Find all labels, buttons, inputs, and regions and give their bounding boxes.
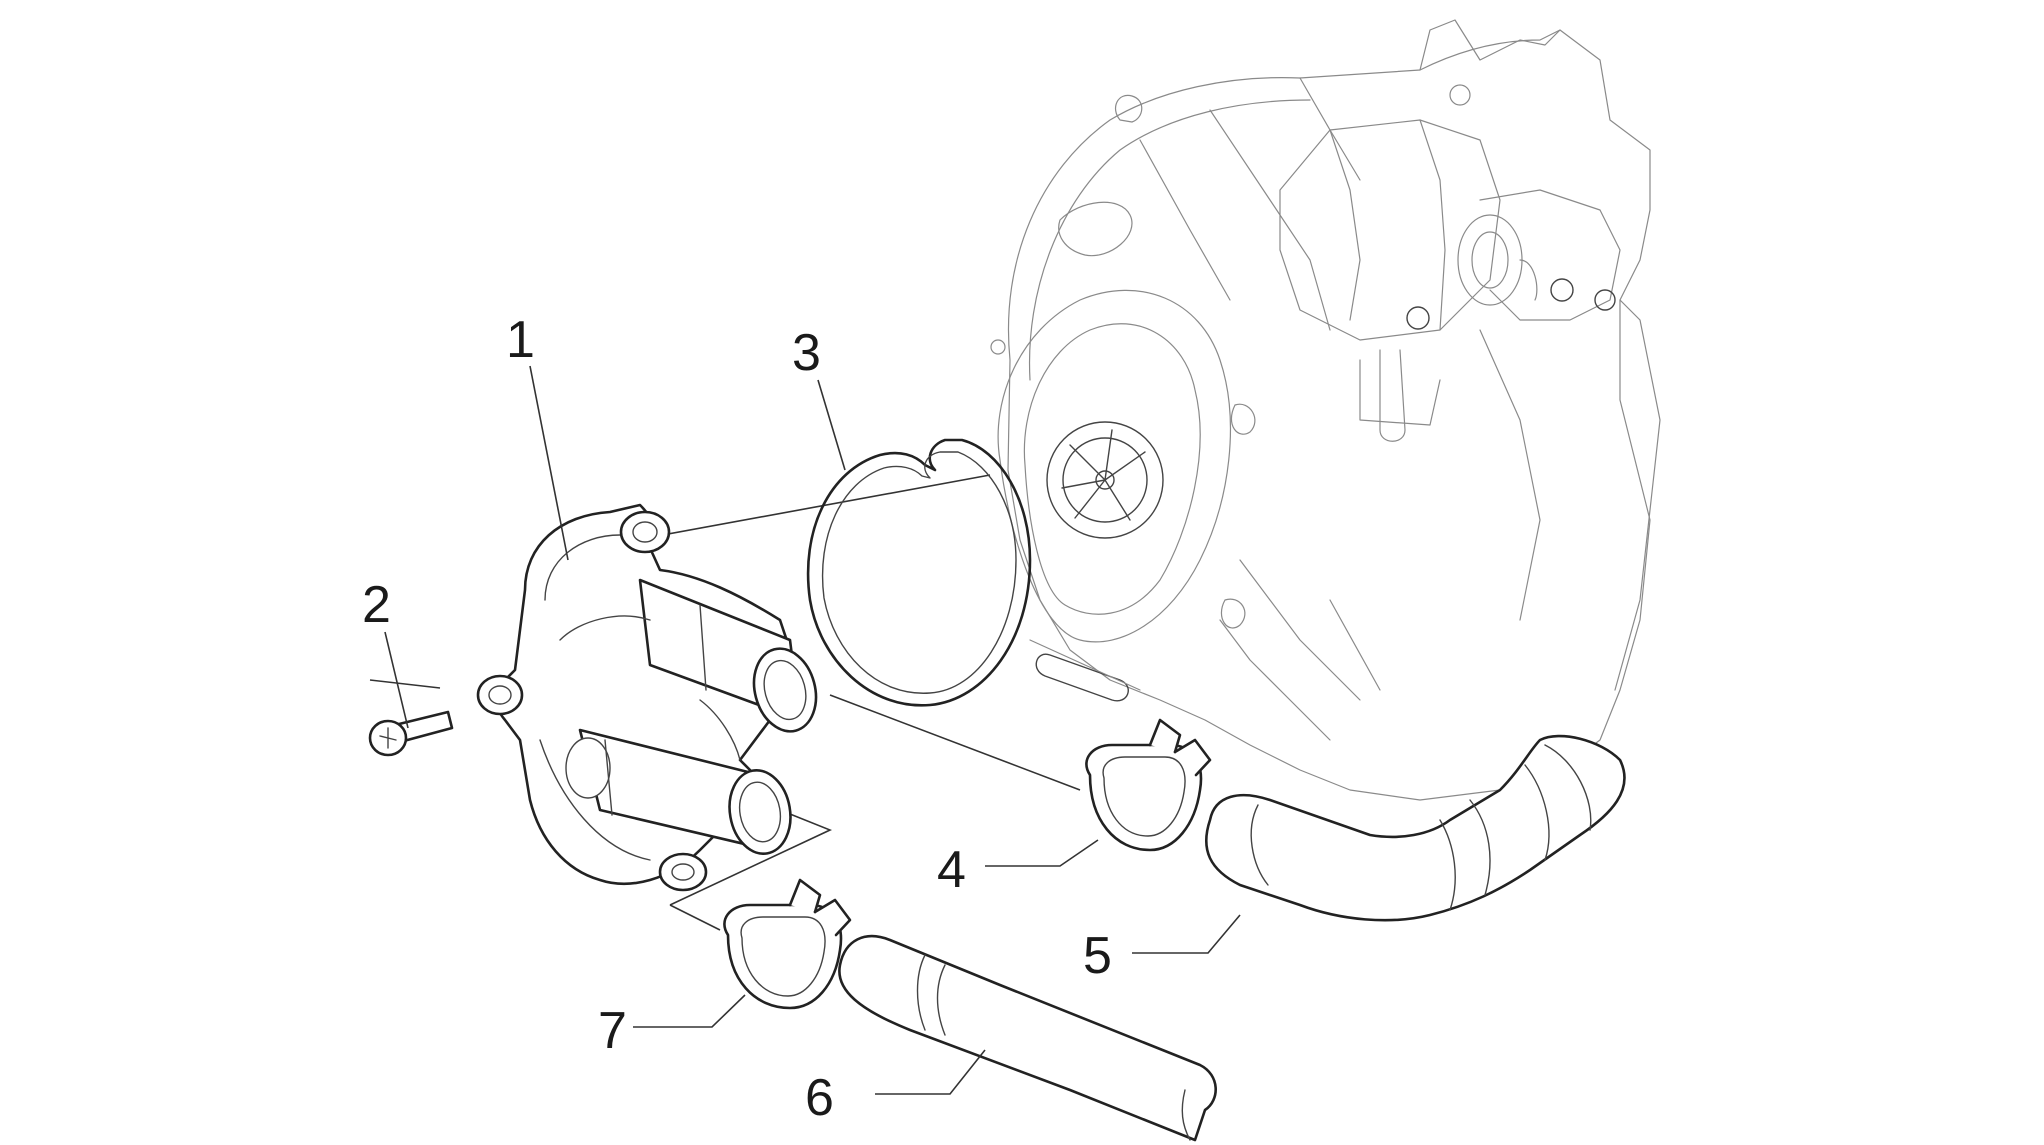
callout-7: 7 — [598, 1002, 627, 1060]
part-7-hose-clamp — [723, 878, 852, 1010]
callout-leader-lines — [384, 365, 1241, 1095]
engine-housing — [990, 19, 1661, 801]
part-4-hose-clamp — [1085, 718, 1212, 852]
callout-3: 3 — [792, 324, 821, 382]
part-3-o-ring — [806, 438, 1032, 707]
part-5-coolant-hose — [1205, 734, 1626, 922]
part-6-coolant-hose — [838, 934, 1217, 1142]
part-1-water-pump-cover — [476, 503, 818, 892]
part-2-screw — [368, 710, 454, 757]
callout-5: 5 — [1083, 927, 1112, 985]
callout-6: 6 — [805, 1069, 834, 1127]
callout-4: 4 — [937, 841, 966, 899]
callout-numbers: 1 2 3 4 5 6 7 — [362, 311, 1112, 1127]
callout-2: 2 — [362, 576, 391, 634]
callout-1: 1 — [506, 311, 535, 369]
